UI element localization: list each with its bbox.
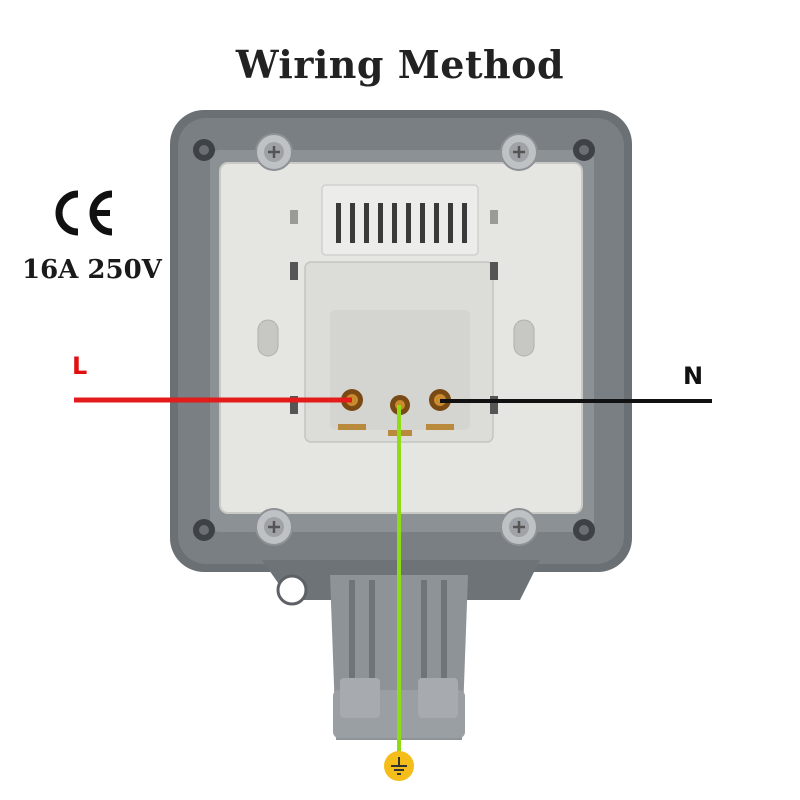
ce-mark-icon [55,190,113,236]
socket-faceplate [219,162,583,514]
live-terminal-label: L [72,352,88,380]
ground-symbol-icon [384,751,414,781]
faceplate-screws [255,133,538,546]
page-title: Wiring Method [235,42,565,87]
vent-slots [336,203,467,243]
neutral-terminal-label: N [683,362,704,390]
corner-screws [193,139,595,541]
rating-label: 16A 250V [22,255,162,285]
